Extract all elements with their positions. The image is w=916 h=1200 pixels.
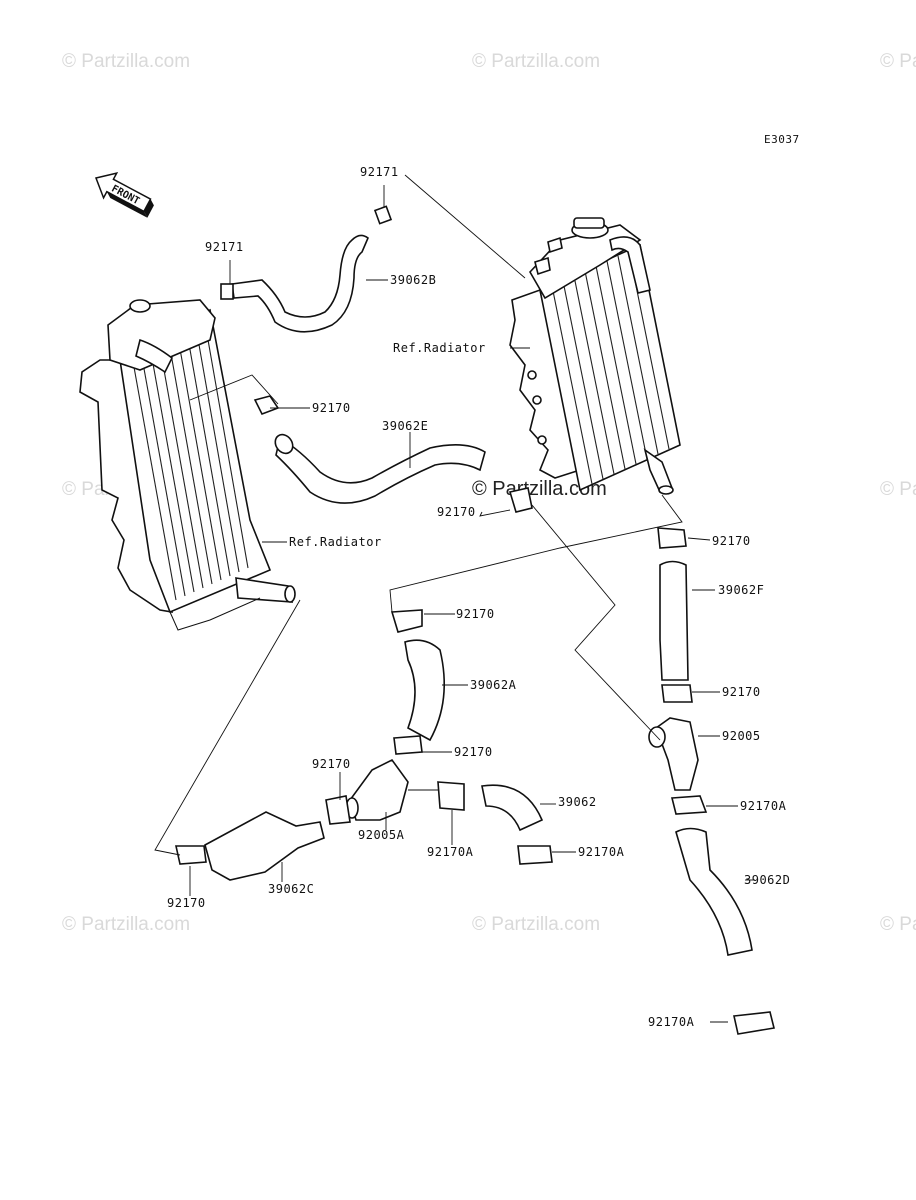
watermark-bottom-right: © Partzilla.com bbox=[880, 914, 916, 935]
clamp-92170-left-low bbox=[325, 795, 351, 825]
clamp-92170A-lower bbox=[517, 845, 553, 865]
callout-92005A: 92005A bbox=[358, 828, 405, 842]
left-radiator bbox=[79, 299, 296, 631]
hose-39062 bbox=[481, 784, 544, 832]
callout-39062F: 39062F bbox=[718, 583, 764, 597]
hose-39062F bbox=[659, 560, 689, 681]
callout-39062D: 39062D bbox=[744, 873, 790, 887]
callout-92170A-center: 92170A bbox=[427, 845, 474, 859]
callout-39062C: 39062C bbox=[268, 882, 314, 896]
callout-92170-bottom-left: 92170 bbox=[167, 896, 206, 910]
clamp-92170-bottom-left bbox=[175, 845, 207, 865]
clamp-92170-right-upper bbox=[657, 527, 687, 549]
callout-92170-center-top: 92170 bbox=[456, 607, 495, 621]
joint-92005 bbox=[655, 717, 699, 791]
clamp-92170A-right bbox=[670, 795, 708, 815]
clamp-92170-center-top bbox=[390, 609, 423, 633]
callout-92005: 92005 bbox=[722, 729, 761, 743]
clamp-92170-center-low bbox=[393, 735, 423, 755]
clamp-92170-upper-left bbox=[253, 395, 280, 416]
callout-92170-upper-left: 92170 bbox=[312, 401, 351, 415]
right-radiator bbox=[509, 217, 681, 495]
callout-ref-radiator-left: Ref.Radiator bbox=[289, 535, 382, 549]
diagram-code: E3037 bbox=[764, 133, 800, 146]
callout-92170A-lower: 92170A bbox=[578, 845, 625, 859]
callout-39062A: 39062A bbox=[470, 678, 517, 692]
joint-92005A bbox=[349, 758, 409, 821]
callout-39062: 39062 bbox=[558, 795, 597, 809]
callout-92170A-bottom: 92170A bbox=[648, 1015, 695, 1029]
hose-39062D bbox=[675, 827, 753, 956]
clamp-92170-mid bbox=[508, 487, 533, 513]
watermark-top-center: © Partzilla.com bbox=[472, 51, 600, 72]
watermark-top-right: © Partzilla.com bbox=[880, 51, 916, 72]
hose-39062B bbox=[231, 234, 369, 333]
callout-92170-left-low: 92170 bbox=[312, 757, 351, 771]
clamp-92170A-center bbox=[437, 781, 465, 811]
watermark-mid-right: © Partzilla.com bbox=[880, 479, 916, 500]
front-arrow-icon: FRONT bbox=[94, 172, 154, 218]
leader-lines bbox=[154, 174, 755, 1023]
watermark-top-left: © Partzilla.com bbox=[62, 51, 190, 72]
watermark-bottom-left: © Partzilla.com bbox=[62, 914, 190, 935]
watermark-mid-center: © Partzilla.com bbox=[472, 478, 607, 500]
clamp-92171-top bbox=[373, 205, 393, 225]
callout-92170-mid: 92170 bbox=[437, 505, 476, 519]
clamp-92170-right-mid bbox=[661, 684, 693, 703]
clamp-92170A-bottom bbox=[733, 1011, 775, 1035]
callout-92171-top: 92171 bbox=[360, 165, 399, 179]
callout-92170A-right: 92170A bbox=[740, 799, 787, 813]
watermark-bottom-center: © Partzilla.com bbox=[472, 914, 600, 935]
clamp-92171-left bbox=[220, 283, 234, 300]
hose-39062A bbox=[404, 639, 445, 742]
callout-92170-center-low: 92170 bbox=[454, 745, 493, 759]
callout-92171-left: 92171 bbox=[205, 240, 244, 254]
callout-ref-radiator-right: Ref.Radiator bbox=[393, 341, 486, 355]
hose-39062E bbox=[275, 436, 486, 504]
callout-39062B: 39062B bbox=[390, 273, 436, 287]
callout-92170-right-mid: 92170 bbox=[722, 685, 761, 699]
hose-39062C bbox=[204, 811, 325, 881]
callout-39062E: 39062E bbox=[382, 419, 428, 433]
callout-92170-right-upper: 92170 bbox=[712, 534, 751, 548]
